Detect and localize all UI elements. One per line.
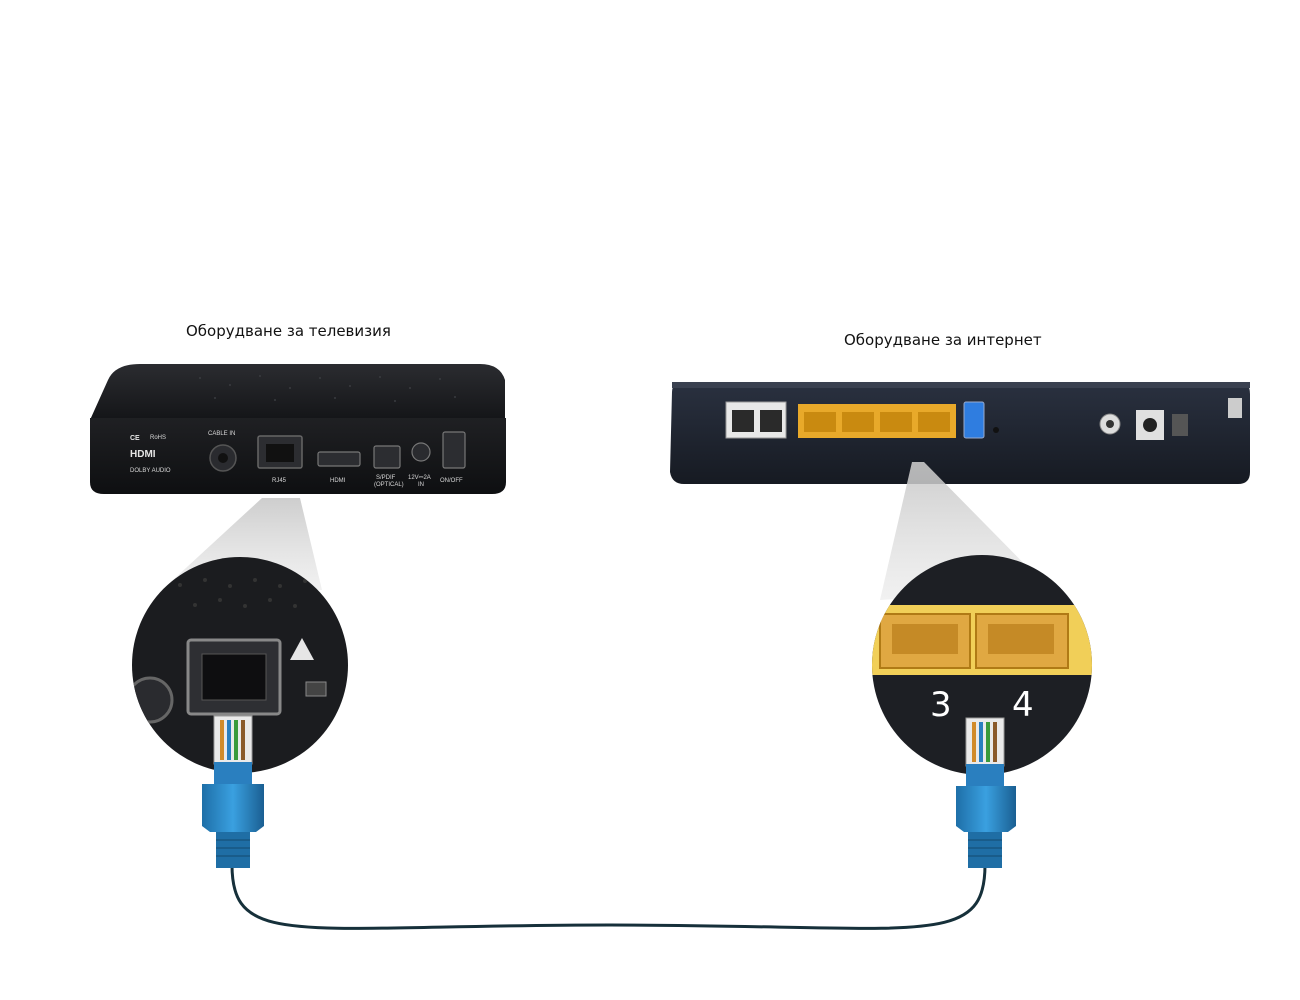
internet-router bbox=[670, 382, 1250, 484]
rj45-label: RJ45 bbox=[272, 478, 287, 484]
ce-mark: CE bbox=[130, 435, 140, 442]
rj45-connector-right bbox=[956, 717, 1016, 868]
spdif-port bbox=[373, 445, 401, 469]
spdif-label: S/PDIF bbox=[376, 475, 396, 481]
port-number-3: 3 bbox=[930, 685, 952, 725]
ethernet-cable bbox=[230, 864, 987, 930]
rj45-connector-left bbox=[202, 715, 264, 868]
power-sublabel: IN bbox=[418, 482, 424, 488]
hdmi-port-label: HDMI bbox=[330, 478, 346, 484]
hdmi-logo: HDMI bbox=[130, 449, 156, 460]
zoom-circle-router: 3 4 bbox=[872, 555, 1092, 775]
rohs-mark: RoHS bbox=[150, 435, 166, 441]
tv-set-top-box: CE RoHS HDMI DOLBY AUDIO CABLE IN RJ45 H… bbox=[90, 364, 506, 494]
cable-in-label: CABLE IN bbox=[208, 431, 235, 437]
tv-equipment-label: Оборудване за телевизия bbox=[186, 322, 391, 340]
power-port bbox=[411, 442, 431, 462]
hdmi-port bbox=[317, 451, 361, 467]
dolby-logo: DOLBY AUDIO bbox=[130, 468, 171, 474]
spdif-sublabel: (OPTICAL) bbox=[374, 482, 404, 488]
internet-equipment-label: Оборудване за интернет bbox=[844, 331, 1042, 349]
power-switch bbox=[442, 431, 466, 469]
power-label: 12V⎓2A bbox=[408, 475, 431, 481]
on-off-label: ON/OFF bbox=[440, 478, 463, 484]
usb-port bbox=[963, 401, 985, 439]
port-number-4: 4 bbox=[1012, 685, 1034, 725]
